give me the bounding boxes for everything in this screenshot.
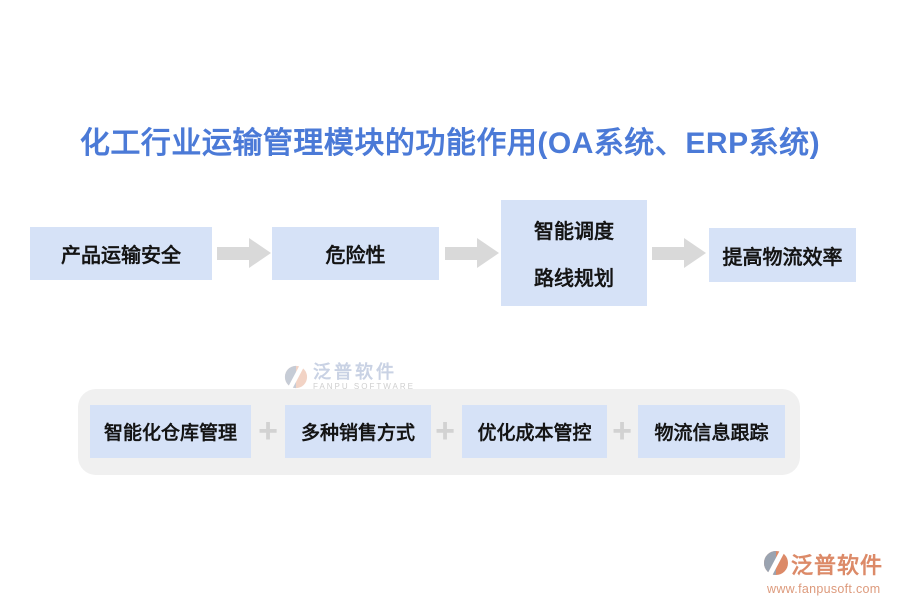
arrow-shaft: [652, 246, 684, 260]
arrow-shaft: [217, 246, 249, 260]
tray-item-logistics-tracking: 物流信息跟踪: [638, 405, 785, 458]
center-watermark: 泛普软件 FANPU SOFTWARE: [284, 362, 415, 394]
tray-item-label: 优化成本管控: [477, 423, 592, 444]
tray-item-label: 物流信息跟踪: [654, 423, 769, 444]
tray-item-label: 多种销售方式: [300, 423, 415, 444]
arrow-shaft: [445, 246, 477, 260]
flow-node-label: 提高物流效率: [722, 246, 843, 269]
flow-node-label: 产品运输安全: [61, 245, 181, 267]
arrow-head: [249, 238, 271, 268]
plus-icon: +: [612, 412, 632, 450]
flow-node-risk: 危险性: [272, 227, 439, 280]
flow-node-smart-dispatch-route: 智能调度 路线规划: [501, 200, 647, 306]
corner-logo-url: www.fanpusoft.com: [767, 582, 881, 596]
fanpu-logo-icon: [284, 362, 308, 394]
flow-node-label-line1: 智能调度: [534, 221, 614, 243]
flow-node-label-line2: 路线规划: [534, 268, 614, 290]
watermark-brand: 泛普软件: [313, 362, 397, 382]
tray-item-cost-control: 优化成本管控: [462, 405, 607, 458]
arrow-right-icon: [217, 238, 271, 268]
arrow-right-icon: [445, 238, 499, 268]
plus-icon: +: [435, 412, 455, 450]
arrow-right-icon: [652, 238, 706, 268]
flow-node-label: 危险性: [325, 245, 386, 267]
tray-item-smart-warehouse: 智能化仓库管理: [90, 405, 251, 458]
corner-logo: 泛普软件 www.fanpusoft.com: [763, 547, 884, 596]
corner-logo-row: 泛普软件: [763, 547, 884, 581]
fanpu-logo-icon: [763, 547, 789, 581]
tray-item-sales-methods: 多种销售方式: [285, 405, 431, 458]
arrow-head: [684, 238, 706, 268]
page-title: 化工行业运输管理模块的功能作用(OA系统、ERP系统): [79, 127, 821, 160]
flow-node-product-transport-safety: 产品运输安全: [30, 227, 212, 280]
center-watermark-text: 泛普软件 FANPU SOFTWARE: [313, 362, 415, 392]
tray-item-label: 智能化仓库管理: [103, 423, 237, 444]
arrow-head: [477, 238, 499, 268]
plus-icon: +: [258, 412, 278, 450]
watermark-tagline: FANPU SOFTWARE: [313, 382, 415, 391]
corner-logo-brand: 泛普软件: [791, 552, 884, 578]
flow-node-logistics-efficiency: 提高物流效率: [709, 228, 856, 282]
